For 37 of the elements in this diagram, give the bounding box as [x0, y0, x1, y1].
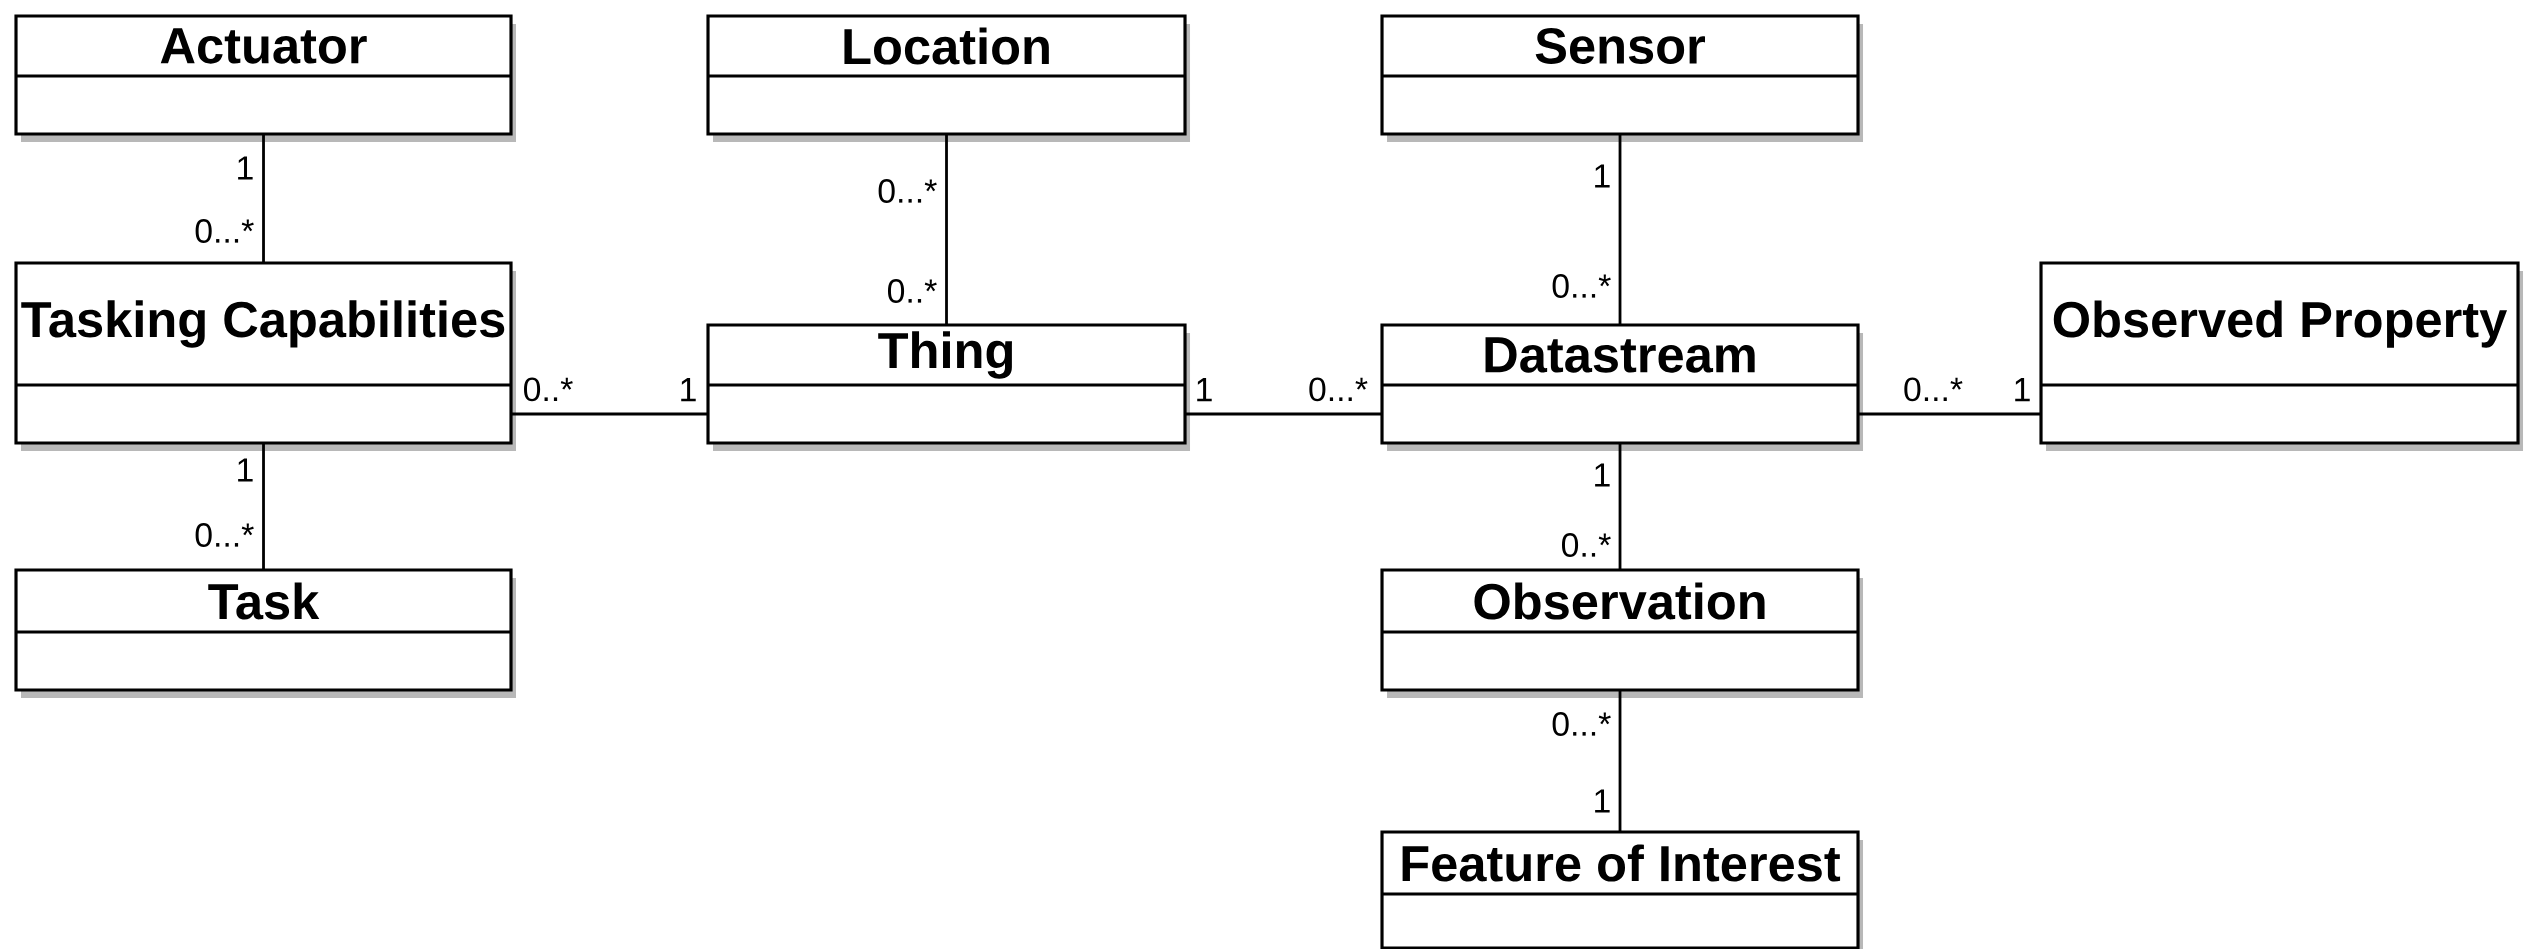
class-box: Tasking Capabilities: [14, 261, 516, 451]
multiplicity-label: 0...*: [1309, 377, 1368, 402]
multiplicity-label: 0...*: [195, 219, 254, 243]
class-box: Actuator: [14, 14, 516, 142]
multiplicity-label: 1: [1595, 789, 1610, 813]
multiplicity-label: 1: [238, 156, 253, 180]
multiplicity-label: 0..*: [1562, 533, 1611, 557]
class-box: Observation: [1380, 568, 1863, 698]
association-line: [1618, 134, 1622, 325]
association-line: [1618, 443, 1622, 570]
class-box: Datastream: [1380, 323, 1863, 451]
multiplicity-label: 0...*: [1904, 377, 1963, 402]
multiplicity-label: 0..*: [524, 377, 573, 402]
multiplicity-label: 0...*: [1552, 712, 1611, 736]
class-box: Location: [706, 14, 1190, 142]
multiplicity-label: 1: [1197, 378, 1212, 402]
multiplicity-label: 1: [238, 458, 253, 482]
multiplicity-label: 1: [681, 378, 696, 402]
association-line: [1618, 690, 1622, 832]
association-line: [945, 134, 948, 325]
association-line: [511, 412, 708, 416]
class-box: Sensor: [1380, 14, 1863, 142]
class-box: Feature of Interest: [1380, 830, 1863, 949]
multiplicity-label: 0..*: [888, 279, 937, 303]
association-line: [1858, 412, 2041, 416]
association-line: [262, 443, 265, 570]
class-box: Thing: [706, 323, 1190, 451]
class-box: Task: [14, 568, 516, 698]
multiplicity-label: 0...*: [195, 523, 254, 547]
multiplicity-label: 1: [2015, 378, 2030, 402]
association-line: [262, 134, 265, 263]
multiplicity-label: 1: [1595, 164, 1610, 188]
multiplicity-label: 0...*: [878, 179, 937, 203]
class-box: Observed Property: [2039, 261, 2524, 451]
multiplicity-label: 0...*: [1552, 274, 1611, 298]
association-line: [1185, 412, 1382, 416]
multiplicity-label: 1: [1595, 463, 1610, 487]
